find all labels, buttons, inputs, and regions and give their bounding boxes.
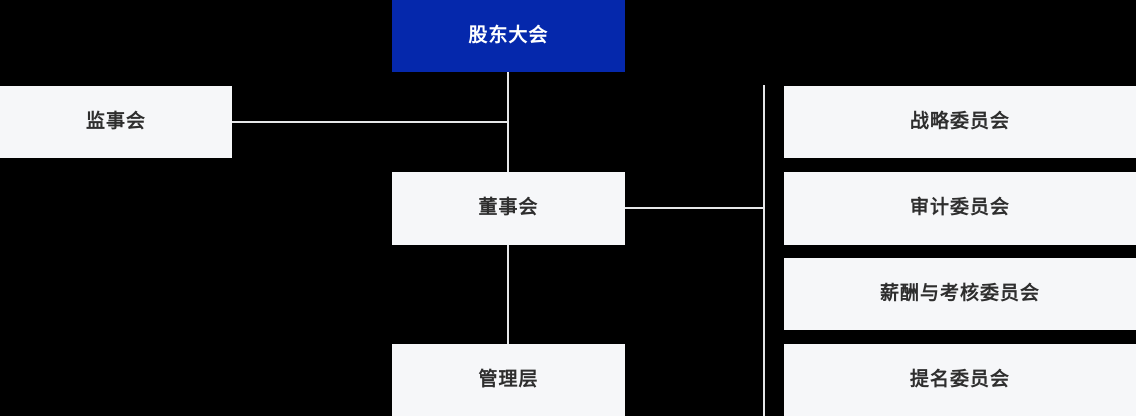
node-management[interactable]: 管理层 [392, 344, 625, 416]
node-audit-committee-label: 审计委员会 [909, 197, 1010, 219]
node-strategy-committee-label: 战略委员会 [909, 110, 1010, 132]
node-nomination-committee-label: 提名委员会 [909, 368, 1010, 390]
node-board-of-directors[interactable]: 董事会 [392, 172, 625, 245]
node-shareholders-meeting-label: 股东大会 [468, 24, 549, 46]
connector-shareholders-to-supervisors [232, 121, 509, 123]
connector-board-to-committees [625, 207, 765, 209]
node-remuneration-and-appraisal-committee-label: 薪酬与考核委员会 [879, 282, 1040, 304]
connector-committee-spine [763, 85, 765, 416]
node-management-label: 管理层 [478, 368, 539, 390]
node-strategy-committee[interactable]: 战略委员会 [784, 86, 1136, 158]
node-board-of-supervisors-label: 监事会 [85, 110, 146, 132]
node-nomination-committee[interactable]: 提名委员会 [784, 344, 1136, 416]
node-remuneration-and-appraisal-committee[interactable]: 薪酬与考核委员会 [784, 258, 1136, 330]
node-board-of-supervisors[interactable]: 监事会 [0, 86, 232, 158]
node-shareholders-meeting[interactable]: 股东大会 [392, 0, 625, 72]
connector-board-to-management [507, 245, 509, 344]
node-audit-committee[interactable]: 审计委员会 [784, 172, 1136, 245]
node-board-of-directors-label: 董事会 [478, 197, 539, 219]
